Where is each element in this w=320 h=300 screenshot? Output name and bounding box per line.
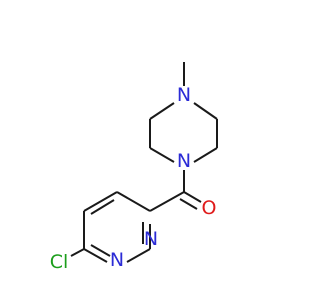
bond-acyl-ring [149,191,185,212]
bond-pyridazine-c6-n1-inner [90,244,111,257]
atom-label-chloro: Cl [50,251,69,273]
atom-label-amide-n: N [177,150,191,172]
bond-layer [70,62,218,263]
atom-label-ring-n2: N [144,228,158,250]
atom-label-carbonyl-o: O [202,197,217,219]
bond-carbonyl-2 [179,198,198,210]
bond-pyridazine-c4-c5-inner [90,199,115,215]
bond-pyridazine-c6-n1 [83,248,108,263]
bond-piperazine-6 [193,147,218,163]
bond-chloro [70,248,85,257]
bond-carbonyl-1 [183,191,202,203]
bond-piperazine-2 [193,102,218,120]
bond-piperazine-1 [149,102,175,120]
molecule-structure: N N O N N Cl [50,62,218,273]
bond-piperazine-5 [149,147,175,163]
atom-label-methyl-n: N [177,84,191,106]
bond-pyridazine-c3-c4 [116,191,151,212]
bond-pyridazine-c4-c5 [83,191,118,212]
atom-label-ring-n1: N [110,249,124,271]
atom-label-layer: N N O N N Cl [50,84,217,273]
bond-pyridazine-n1-n2 [126,248,151,263]
structure-diagram: N N O N N Cl [49,62,218,273]
